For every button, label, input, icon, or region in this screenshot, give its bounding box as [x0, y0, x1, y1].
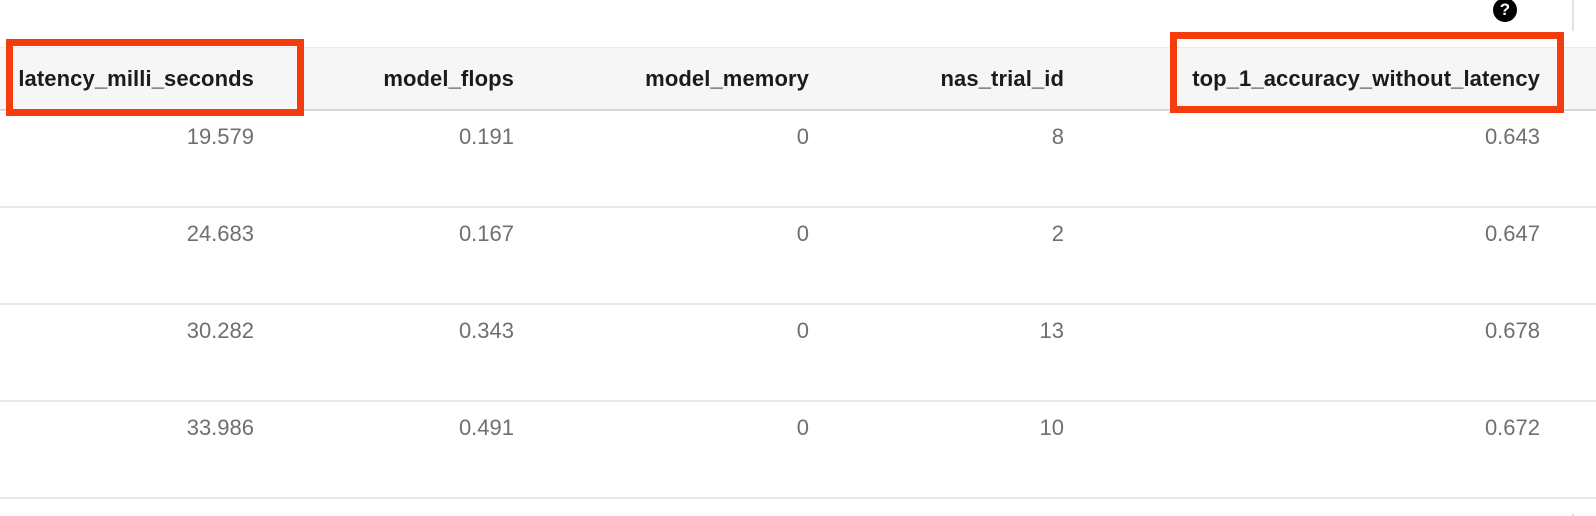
table-cell: 0: [796, 221, 809, 246]
table-cell-overflow-sliver: [1573, 111, 1596, 124]
column-header-model_memory[interactable]: model_memory: [645, 65, 809, 91]
table-cell: 8: [1051, 124, 1064, 149]
table-row-partial: [0, 499, 1596, 514]
column-header-model_flops[interactable]: model_flops: [383, 65, 514, 91]
table-row: 33.986 0.491 0 10 0.672: [0, 402, 1596, 499]
table-cell-overflow-sliver: [1573, 402, 1596, 415]
table-cell: 10: [1039, 415, 1064, 440]
column-header-nas_trial_id[interactable]: nas_trial_id: [940, 65, 1064, 91]
table-cell: 33.986: [186, 415, 254, 440]
table-cell-overflow-sliver: [1573, 305, 1596, 318]
table-cell: 0: [796, 415, 809, 440]
table-cell: 0.343: [458, 318, 514, 343]
table-cell: 2: [1051, 221, 1064, 246]
table-row: 19.579 0.191 0 8 0.643: [0, 111, 1596, 208]
table-cell: 0.167: [458, 221, 514, 246]
table-cell: 0.191: [458, 124, 514, 149]
table-cell: 0: [796, 124, 809, 149]
table-cell: 0.672: [1484, 415, 1540, 440]
table-cell: 0.678: [1484, 318, 1540, 343]
metrics-table: latency_milli_seconds model_flops model_me…: [0, 47, 1596, 514]
table-cell: 0.491: [458, 415, 514, 440]
table-cell: 13: [1039, 318, 1064, 343]
table-cell: 0.643: [1484, 124, 1540, 149]
table-row: 24.683 0.167 0 2 0.647: [0, 208, 1596, 305]
table-cell: 19.579: [186, 124, 254, 149]
table-row: 30.282 0.343 0 13 0.678: [0, 305, 1596, 402]
table-cell-overflow-sliver: [1573, 208, 1596, 221]
table-cell: 0.647: [1484, 221, 1540, 246]
table-cell: 0: [796, 318, 809, 343]
help-icon[interactable]: ?: [1493, 0, 1517, 22]
table-body: 19.579 0.191 0 8 0.643 24.683 0.167 0 2 0.647 30.2…: [0, 111, 1596, 514]
top-right-border: [1572, 0, 1574, 31]
column-header-latency_milli_seconds[interactable]: latency_milli_seconds: [18, 65, 254, 91]
table-cell: 24.683: [186, 221, 254, 246]
table-cell: 30.282: [186, 318, 254, 343]
table-header-row: latency_milli_seconds model_flops model_me…: [0, 47, 1596, 111]
column-header-top_1_accuracy_without_latency[interactable]: top_1_accuracy_without_latency: [1192, 65, 1540, 91]
